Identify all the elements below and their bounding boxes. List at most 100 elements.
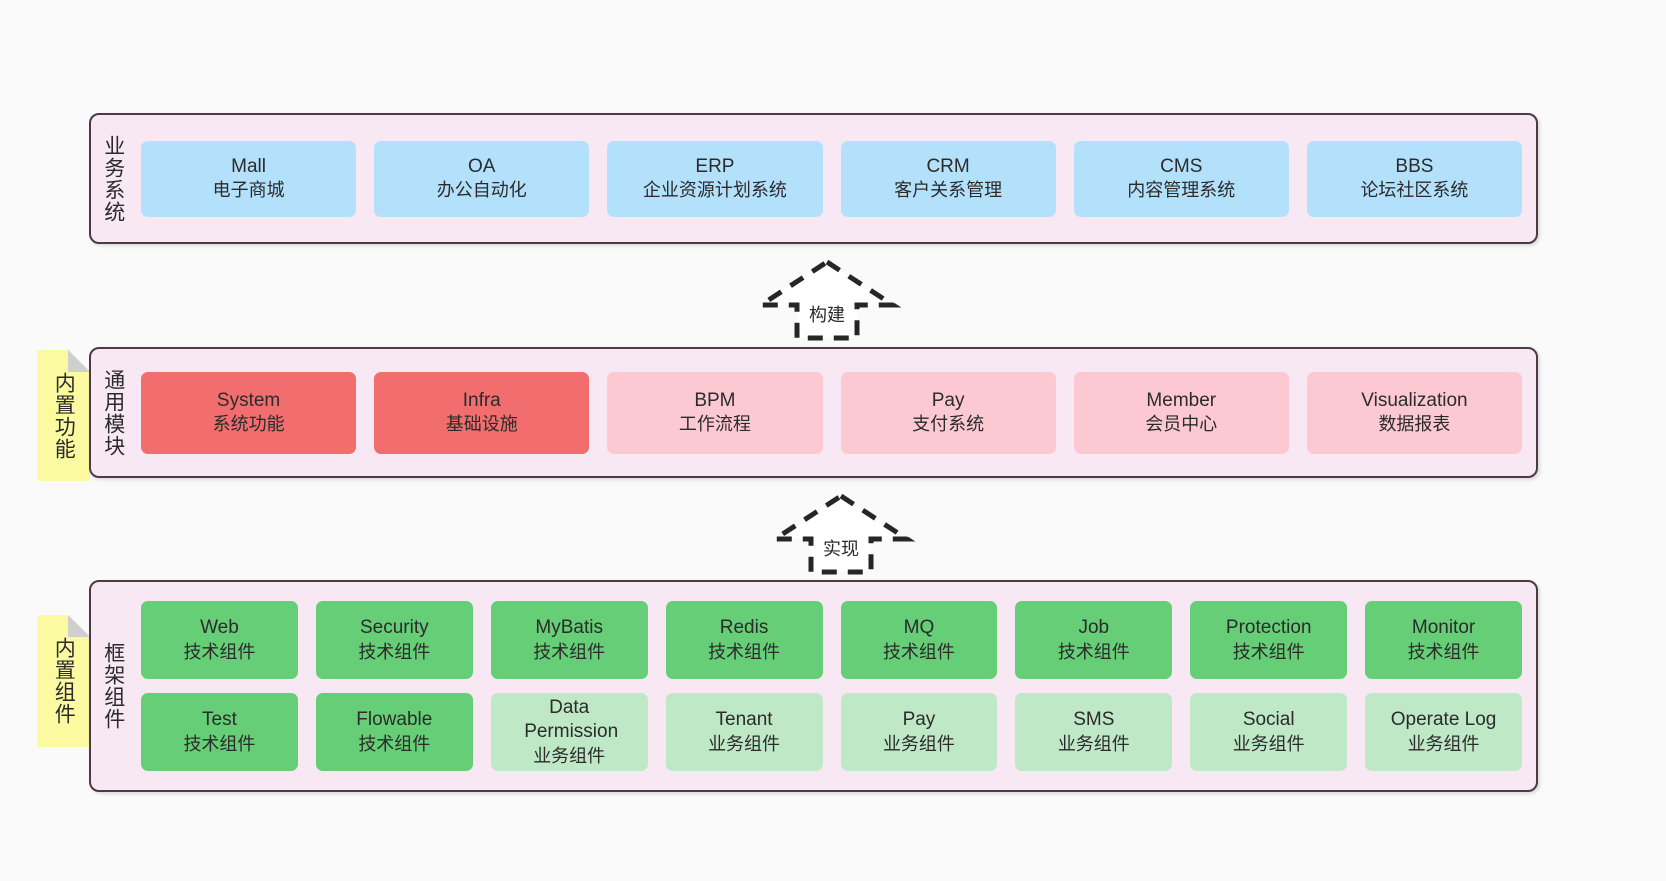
card-crm-cn: 客户关系管理 <box>894 180 1003 201</box>
card-protection-cn: 技术组件 <box>1232 641 1305 662</box>
arrow-implement-label: 实现 <box>823 539 859 559</box>
layer-framework-title: 框架组件 <box>101 642 125 730</box>
card-mq-en: MQ <box>903 617 935 639</box>
layer-modules-title: 通用模块 <box>101 368 125 457</box>
card-erp-cn: 企业资源计划系统 <box>642 180 787 201</box>
card-erp[interactable]: ERP 企业资源计划系统 <box>607 140 823 217</box>
card-crm-en: CRM <box>926 155 970 177</box>
card-mq[interactable]: MQ 技术组件 <box>840 601 998 679</box>
card-sms[interactable]: SMS 业务组件 <box>1015 693 1173 771</box>
card-redis[interactable]: Redis 技术组件 <box>665 601 823 679</box>
card-infra-en: Infra <box>462 389 501 411</box>
card-protection-en: Protection <box>1225 617 1312 639</box>
arrow-build: 构建 <box>752 258 902 342</box>
card-erp-en: ERP <box>695 155 735 177</box>
card-oa[interactable]: OA 办公自动化 <box>374 140 590 217</box>
business-card-row: Mall 电子商城 OA 办公自动化 ERP 企业资源计划系统 CRM 客户关系… <box>141 140 1523 217</box>
card-mybatis-cn: 技术组件 <box>533 641 606 662</box>
card-monitor-cn: 技术组件 <box>1407 641 1480 662</box>
card-flowable-cn: 技术组件 <box>358 733 431 754</box>
card-data-permission-cn: 业务组件 <box>533 745 606 766</box>
card-cms[interactable]: CMS 内容管理系统 <box>1073 140 1289 217</box>
card-member-cn: 会员中心 <box>1145 414 1218 435</box>
card-data-permission[interactable]: Data Permission 业务组件 <box>490 693 648 771</box>
card-mybatis[interactable]: MyBatis 技术组件 <box>490 601 648 679</box>
card-member[interactable]: Member 会员中心 <box>1073 371 1289 454</box>
modules-card-row: System 系统功能 Infra 基础设施 BPM 工作流程 Pay 支付系统… <box>141 371 1523 454</box>
card-bpm[interactable]: BPM 工作流程 <box>607 371 823 454</box>
card-social-en: Social <box>1242 709 1295 731</box>
card-redis-cn: 技术组件 <box>708 641 781 662</box>
arrow-implement: 实现 <box>766 492 916 576</box>
card-mall[interactable]: Mall 电子商城 <box>141 140 357 217</box>
card-pay-component[interactable]: Pay 业务组件 <box>840 693 998 771</box>
card-data-permission-en: Data Permission <box>524 697 619 743</box>
card-protection[interactable]: Protection 技术组件 <box>1190 601 1348 679</box>
card-bbs-cn: 论坛社区系统 <box>1360 180 1469 201</box>
card-monitor[interactable]: Monitor 技术组件 <box>1365 601 1522 679</box>
arrow-build-shape <box>752 259 902 341</box>
card-visualization-en: Visualization <box>1361 389 1468 411</box>
card-sms-cn: 业务组件 <box>1057 733 1130 754</box>
card-redis-en: Redis <box>719 617 769 639</box>
card-cms-cn: 内容管理系统 <box>1127 180 1236 201</box>
card-social[interactable]: Social 业务组件 <box>1190 693 1348 771</box>
card-mall-cn: 电子商城 <box>212 180 285 201</box>
layer-business-system: 业务系统 Mall 电子商城 OA 办公自动化 ERP 企业资源计划系统 CRM <box>89 113 1538 244</box>
card-pay-module-cn: 支付系统 <box>912 414 985 435</box>
card-monitor-en: Monitor <box>1411 617 1476 639</box>
card-web-en: Web <box>200 617 239 639</box>
card-cms-en: CMS <box>1160 155 1203 177</box>
card-crm[interactable]: CRM 客户关系管理 <box>840 140 1056 217</box>
card-operate-log-en: Operate Log <box>1390 709 1497 731</box>
arrow-implement-shape <box>766 493 916 575</box>
card-visualization[interactable]: Visualization 数据报表 <box>1306 371 1523 454</box>
card-security-en: Security <box>359 617 429 639</box>
card-job[interactable]: Job 技术组件 <box>1015 601 1173 679</box>
note-builtin-function: 内置功能 <box>37 350 90 481</box>
card-web[interactable]: Web 技术组件 <box>141 601 298 679</box>
card-operate-log-cn: 业务组件 <box>1407 733 1480 754</box>
card-pay-component-cn: 业务组件 <box>882 733 955 754</box>
card-test-en: Test <box>202 709 237 731</box>
layer-framework-components: 框架组件 Web 技术组件 Security 技术组件 MyBatis 技术组件… <box>89 580 1538 792</box>
card-test[interactable]: Test 技术组件 <box>141 693 298 771</box>
layer-business-title: 业务系统 <box>101 134 125 223</box>
card-tenant-en: Tenant <box>715 709 773 731</box>
framework-tech-row: Web 技术组件 Security 技术组件 MyBatis 技术组件 Redi… <box>141 601 1522 679</box>
card-bpm-en: BPM <box>694 389 736 411</box>
card-system-en: System <box>216 389 281 411</box>
card-bbs[interactable]: BBS 论坛社区系统 <box>1306 140 1523 217</box>
card-oa-en: OA <box>468 155 496 177</box>
card-flowable-en: Flowable <box>356 709 433 731</box>
card-web-cn: 技术组件 <box>183 641 256 662</box>
card-job-en: Job <box>1078 617 1110 639</box>
card-operate-log[interactable]: Operate Log 业务组件 <box>1365 693 1522 771</box>
card-mall-en: Mall <box>231 155 266 177</box>
card-mybatis-en: MyBatis <box>535 617 603 639</box>
card-infra[interactable]: Infra 基础设施 <box>374 371 590 454</box>
layer-common-modules: 通用模块 System 系统功能 Infra 基础设施 BPM 工作流程 Pay <box>89 347 1538 478</box>
card-job-cn: 技术组件 <box>1057 641 1130 662</box>
card-flowable[interactable]: Flowable 技术组件 <box>315 693 473 771</box>
card-member-en: Member <box>1146 389 1217 411</box>
card-mq-cn: 技术组件 <box>882 641 955 662</box>
note-builtin-function-text: 内置功能 <box>52 371 76 460</box>
card-security[interactable]: Security 技术组件 <box>315 601 473 679</box>
arrow-build-label: 构建 <box>809 305 845 325</box>
framework-business-row: Test 技术组件 Flowable 技术组件 Data Permission … <box>141 693 1522 771</box>
card-visualization-cn: 数据报表 <box>1378 414 1451 435</box>
card-bbs-en: BBS <box>1395 155 1434 177</box>
card-tenant[interactable]: Tenant 业务组件 <box>665 693 823 771</box>
note-builtin-component: 内置组件 <box>37 615 90 747</box>
card-oa-cn: 办公自动化 <box>436 180 527 201</box>
card-sms-en: SMS <box>1073 709 1115 731</box>
note-builtin-component-text: 内置组件 <box>52 637 76 725</box>
card-social-cn: 业务组件 <box>1232 733 1305 754</box>
layer-business-body: Mall 电子商城 OA 办公自动化 ERP 企业资源计划系统 CRM 客户关系… <box>135 115 1536 242</box>
card-system[interactable]: System 系统功能 <box>141 371 357 454</box>
card-test-cn: 技术组件 <box>183 733 256 754</box>
layer-framework-body: Web 技术组件 Security 技术组件 MyBatis 技术组件 Redi… <box>135 582 1536 790</box>
card-pay-module[interactable]: Pay 支付系统 <box>840 371 1056 454</box>
